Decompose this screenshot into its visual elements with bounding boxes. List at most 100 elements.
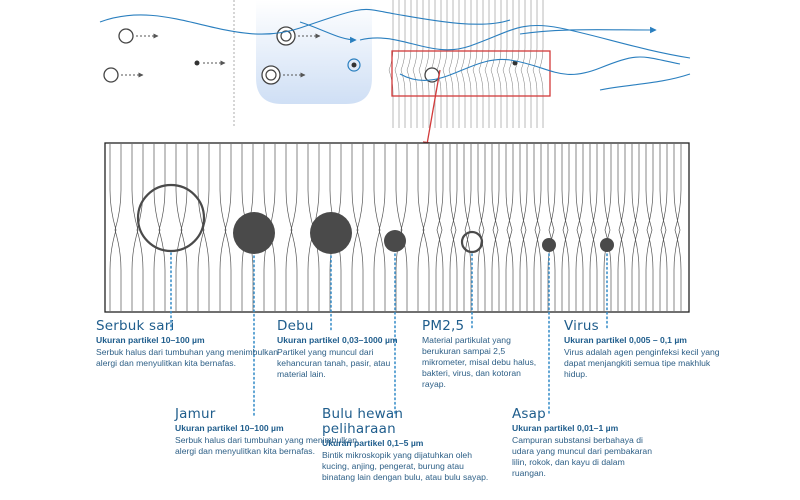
particle-name: Asap xyxy=(512,406,546,422)
top-filter-fiber xyxy=(424,0,430,128)
filter-fiber xyxy=(590,144,598,311)
filter-fiber xyxy=(202,144,210,311)
particle-dot xyxy=(351,62,357,68)
callout-virus: Virus Ukuran partikel 0,005 – 0,1 µm Vir… xyxy=(564,319,724,380)
filter-fiber xyxy=(131,144,139,311)
filter-fiber xyxy=(224,144,232,311)
particle-dot xyxy=(194,60,200,66)
filter-fiber xyxy=(136,144,144,311)
filter-fiber xyxy=(492,144,500,311)
particle-description: Bintik mikroskopik yang dijatuhkan oleh … xyxy=(322,450,489,482)
top-filter-fiber xyxy=(412,0,418,128)
top-filter-fiber xyxy=(502,0,508,128)
filter-fiber xyxy=(660,144,668,311)
callout-bulu-hewan: Bulu hewan peliharaan Ukuran partikel 0,… xyxy=(322,407,492,483)
callout-serbuk-sari: Serbuk sari Ukuran partikel 10–100 µm Se… xyxy=(96,319,286,369)
particle-dot xyxy=(512,60,518,66)
filter-zoom-panel xyxy=(104,142,690,313)
filter-fiber xyxy=(417,144,425,311)
filter-fiber xyxy=(290,144,298,311)
filter-fiber xyxy=(435,144,443,311)
top-filter-fiber xyxy=(400,0,406,128)
callout-asap: Asap Ukuran partikel 0,01–1 µm Campuran … xyxy=(512,407,652,479)
filter-fiber xyxy=(180,144,188,311)
top-filter-fiber xyxy=(532,0,538,128)
top-filter-fiber xyxy=(478,0,484,128)
particle-description: Partikel yang muncul dari kehancuran tan… xyxy=(277,347,391,379)
filter-fiber xyxy=(646,144,654,311)
airflow-arrow xyxy=(519,26,657,35)
filter-fiber xyxy=(548,144,556,311)
top-filter-fiber xyxy=(484,0,490,128)
top-overview xyxy=(99,0,691,151)
filter-fiber xyxy=(373,144,381,311)
callout-leaders xyxy=(170,252,608,416)
particle-circle xyxy=(136,183,206,253)
filter-fiber xyxy=(114,144,122,311)
particle-name: Jamur xyxy=(175,406,216,422)
zoom-arrow xyxy=(422,69,441,151)
top-filter-fiber xyxy=(466,0,472,128)
filter-fiber xyxy=(463,144,471,311)
filter-fiber xyxy=(618,144,626,311)
filter-fiber xyxy=(422,144,430,311)
filter-fiber xyxy=(378,144,386,311)
airflow-line xyxy=(99,8,511,35)
particle-circle xyxy=(460,230,484,254)
top-filter-fiber xyxy=(538,0,544,128)
top-filter-fiber xyxy=(436,0,442,128)
particle-circle xyxy=(310,212,352,254)
top-filter-fiber xyxy=(442,0,448,128)
filter-fiber xyxy=(519,144,527,311)
zoom-highlight-box xyxy=(391,50,551,97)
filter-fiber xyxy=(533,144,541,311)
top-filter-fiber xyxy=(514,0,520,128)
filter-fiber xyxy=(617,144,625,311)
filter-fiber xyxy=(153,144,161,311)
filter-fiber xyxy=(436,144,444,311)
filter-fiber xyxy=(464,144,472,311)
filter-fiber xyxy=(575,144,583,311)
callout-debu: Debu Ukuran partikel 0,03–1000 µm Partik… xyxy=(277,319,417,380)
particle-size: Ukuran partikel 10–100 µm xyxy=(96,335,205,345)
top-filter-fiber xyxy=(526,0,532,128)
particle-ring-inner xyxy=(265,69,277,81)
particle-ring-inner xyxy=(280,30,292,42)
filter-fiber xyxy=(109,144,117,311)
filter-fiber xyxy=(604,144,612,311)
particle-description: Virus adalah agen penginfeksi kecil yang… xyxy=(564,347,720,379)
particle-ring xyxy=(118,28,134,44)
filter-fiber xyxy=(356,144,364,311)
filter-fiber xyxy=(285,144,293,311)
callout-jamur: Jamur Ukuran partikel 10–100 µm Serbuk h… xyxy=(175,407,365,457)
particle-description: Serbuk halus dari tumbuhan yang menimbul… xyxy=(175,435,358,456)
airflow-line xyxy=(359,24,691,59)
filter-fiber xyxy=(477,144,485,311)
filter-fiber xyxy=(450,144,458,311)
top-filter-fiber xyxy=(448,0,454,128)
airflow-line xyxy=(599,73,691,91)
filter-fiber xyxy=(478,144,486,311)
filter-fiber xyxy=(175,144,183,311)
particle-description: Campuran substansi berbahaya di udara ya… xyxy=(512,435,652,478)
particle-circle xyxy=(542,238,556,252)
filter-fiber xyxy=(400,144,408,311)
particle-size: Ukuran partikel 10–100 µm xyxy=(175,423,284,433)
filter-fiber xyxy=(491,144,499,311)
filter-fiber xyxy=(631,144,639,311)
filter-fiber xyxy=(351,144,359,311)
filter-fiber xyxy=(562,144,570,311)
filter-fiber xyxy=(520,144,528,311)
top-filter-fiber xyxy=(508,0,514,128)
particle-ring xyxy=(347,58,361,72)
particle-name: Debu xyxy=(277,318,314,334)
filter-fiber xyxy=(158,144,166,311)
top-filter-fiber xyxy=(490,0,496,128)
particle-name: Virus xyxy=(564,318,599,334)
particle-ring xyxy=(276,26,296,46)
top-filter-fiber xyxy=(394,0,400,128)
particle-circle xyxy=(384,230,406,252)
airflow-arrow xyxy=(299,21,357,44)
filter-fiber xyxy=(673,144,681,311)
